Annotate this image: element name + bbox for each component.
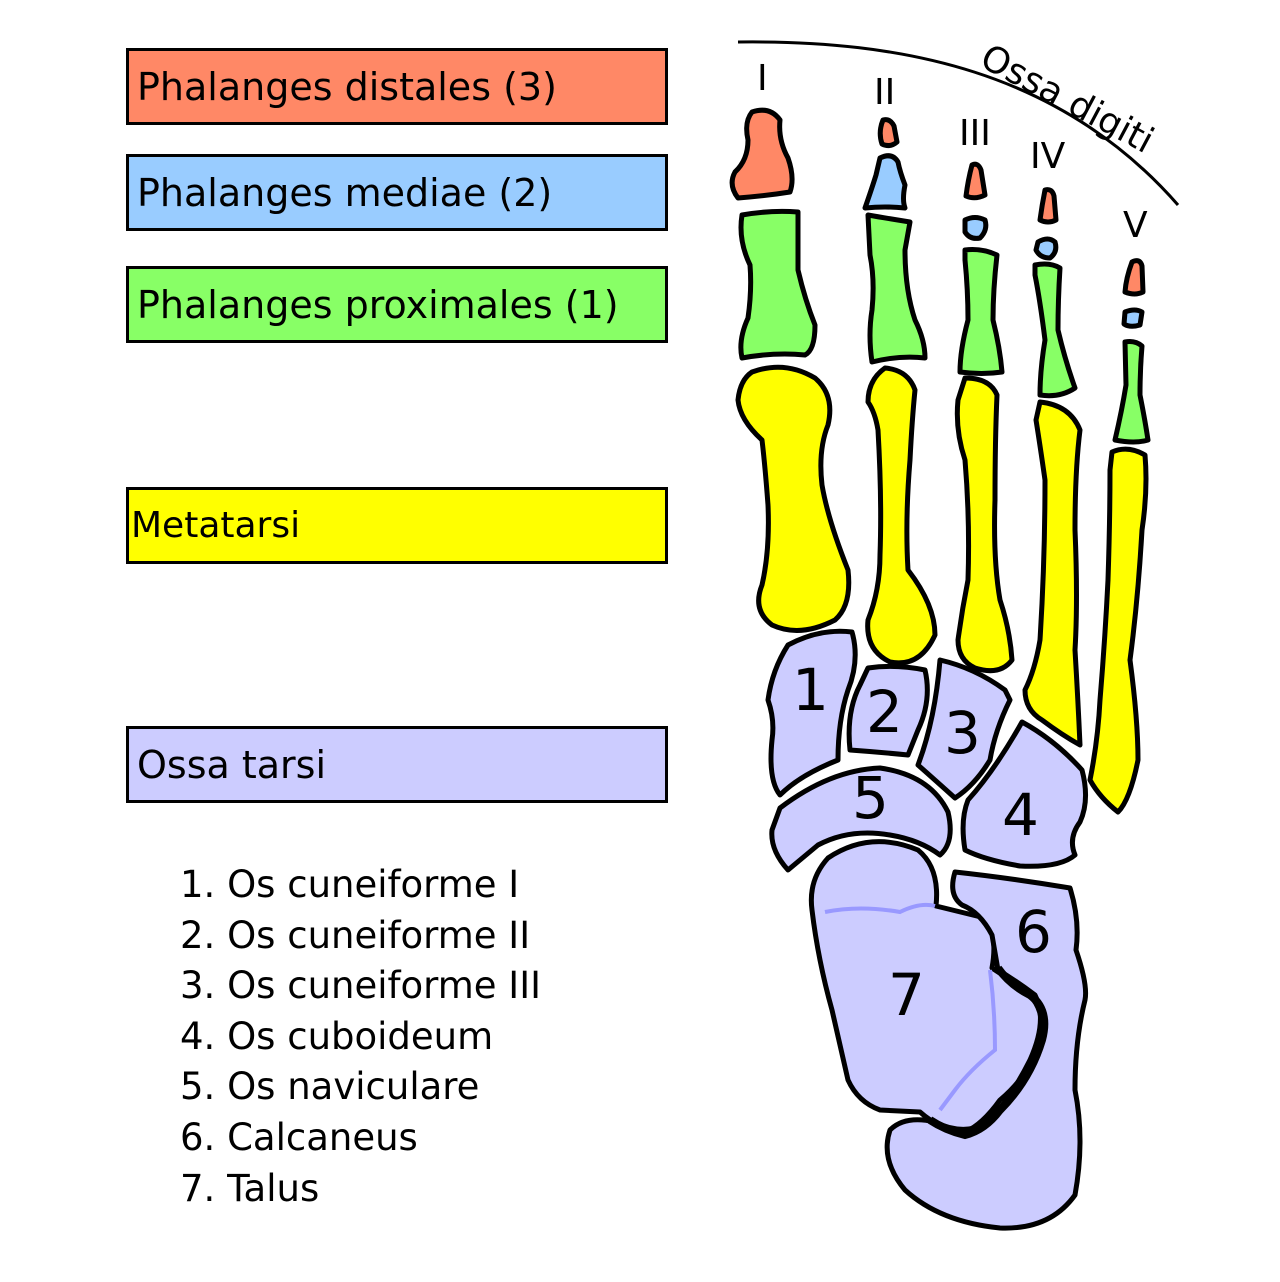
proximal-phalanx-ii [865,212,928,365]
cuneiforme-ii-bone [846,663,930,758]
list-item: 7. Talus [180,1166,320,1210]
metatarsal-i [735,364,852,633]
list-item: 6. Calcaneus [180,1115,418,1159]
list-item: 4. Os cuboideum [180,1014,494,1058]
digit-label-v: V [1123,205,1148,246]
proximal-phalanx-v [1112,339,1151,445]
legend-phalanges-mediae: Phalanges mediae (2) [126,154,668,231]
talocalcaneal-joint-line [927,965,1049,1140]
ossa-digiti-arc [737,40,1180,206]
middle-phalanx-ii [862,153,908,211]
metatarsal-v [1087,446,1149,815]
cuneiforme-i-bone [765,628,858,798]
proximal-phalanx-i [738,208,818,361]
bone-number-2: 2 [866,678,903,746]
list-item: 3. Os cuneiforme III [180,964,542,1008]
metatarsal-iv [1022,399,1083,748]
middle-phalanx-iii [962,215,989,241]
proximal-phalanges [738,208,1151,445]
talus-articular-line [824,902,998,1112]
digit-label-ii: II [874,72,895,113]
digit-label-i: I [757,58,768,99]
legend-metatarsi: Metatarsi [126,487,668,564]
list-item: 1. Os cuneiforme I [180,863,520,906]
distal-phalanx-iv [1037,187,1059,225]
digit-label-iii: III [959,113,991,154]
bone-number-6: 6 [1015,898,1052,966]
middle-phalanx-iv [1033,236,1059,261]
legend-ossa-tarsi: Ossa tarsi [126,726,668,803]
distal-phalanx-iii [963,161,988,201]
bone-number-7: 7 [888,961,925,1029]
proximal-phalanx-iii [957,247,1005,376]
bone-number-1: 1 [792,656,829,724]
bone-number-4: 4 [1002,781,1039,849]
distal-phalanges [729,107,1146,297]
metatarsal-iii [954,375,1015,674]
tarsal-bones [765,628,1089,1231]
metatarsal-ii [865,365,938,666]
calcaneus-bone [884,869,1089,1231]
list-item: 2. Os cuneiforme II [180,913,531,957]
list-item: 5. Os naviculare [180,1065,480,1109]
metatarsal-bones [735,364,1149,815]
middle-phalanges [862,153,1145,329]
middle-phalanx-v [1121,307,1145,329]
cuboideum-bone [960,719,1088,869]
digit-label-iv: IV [1030,136,1066,177]
distal-phalanx-i [729,107,795,201]
naviculare-bone [769,765,953,873]
bone-number-3: 3 [944,699,981,767]
distal-phalanx-ii [877,117,900,149]
legend-phalanges-proximales: Phalanges proximales (1) [126,266,668,343]
bone-number-5: 5 [852,764,889,832]
ossa-digiti-label: Ossa digiti [974,37,1160,162]
distal-phalanx-v [1122,258,1146,297]
tarsal-bone-list: 1. Os cuneiforme I 2. Os cuneiforme II 3… [180,860,541,1214]
proximal-phalanx-iv [1032,261,1078,399]
cuneiforme-iii-bone [915,657,1013,801]
legend-phalanges-distales: Phalanges distales (3) [126,48,668,125]
